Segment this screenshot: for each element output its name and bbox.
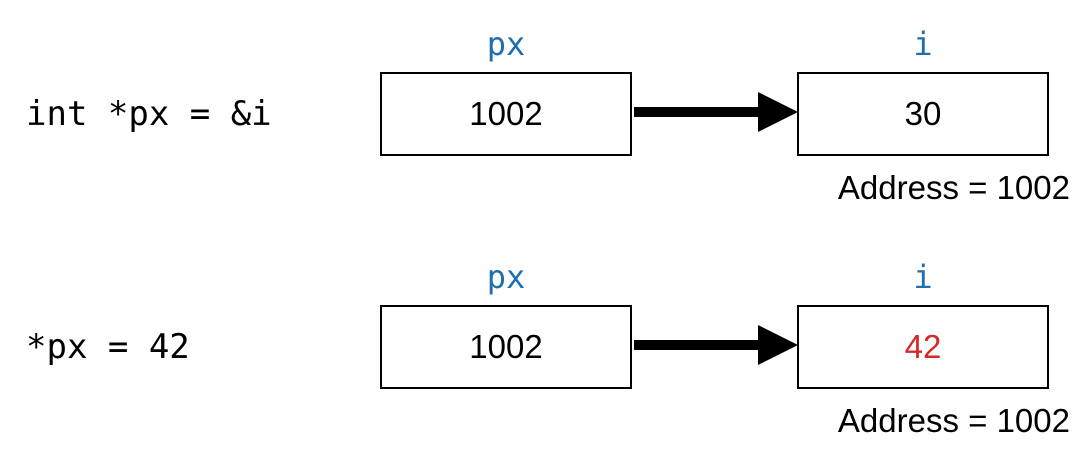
target-variable-label: i — [913, 258, 933, 296]
target-memory-cell: 30 — [797, 72, 1049, 156]
pointer-value: 1002 — [469, 328, 543, 365]
pointer-memory-cell: 1002 — [380, 305, 632, 389]
code-statement: int *px = &i — [26, 94, 272, 134]
pointer-memory-cell: 1002 — [380, 72, 632, 156]
arrow-right-icon — [634, 325, 798, 365]
arrow-right-icon — [634, 92, 798, 132]
target-value-updated: 42 — [904, 328, 942, 365]
pointer-variable-label: px — [486, 25, 526, 63]
target-variable-label: i — [913, 25, 933, 63]
pointer-variable-label: px — [486, 258, 526, 296]
target-address-label: Address = 1002 — [837, 169, 1070, 206]
target-memory-cell: 42 — [797, 305, 1049, 389]
code-statement: *px = 42 — [26, 327, 190, 367]
target-value: 30 — [904, 95, 942, 132]
target-address-label: Address = 1002 — [837, 402, 1070, 439]
diagram-row-dereference-assignment: *px = 42 px 1002 i 42 Address = 1002 — [0, 233, 1080, 463]
pointer-value: 1002 — [469, 95, 543, 132]
diagram-row-initialization: int *px = &i px 1002 i 30 Address = 1002 — [0, 0, 1080, 230]
